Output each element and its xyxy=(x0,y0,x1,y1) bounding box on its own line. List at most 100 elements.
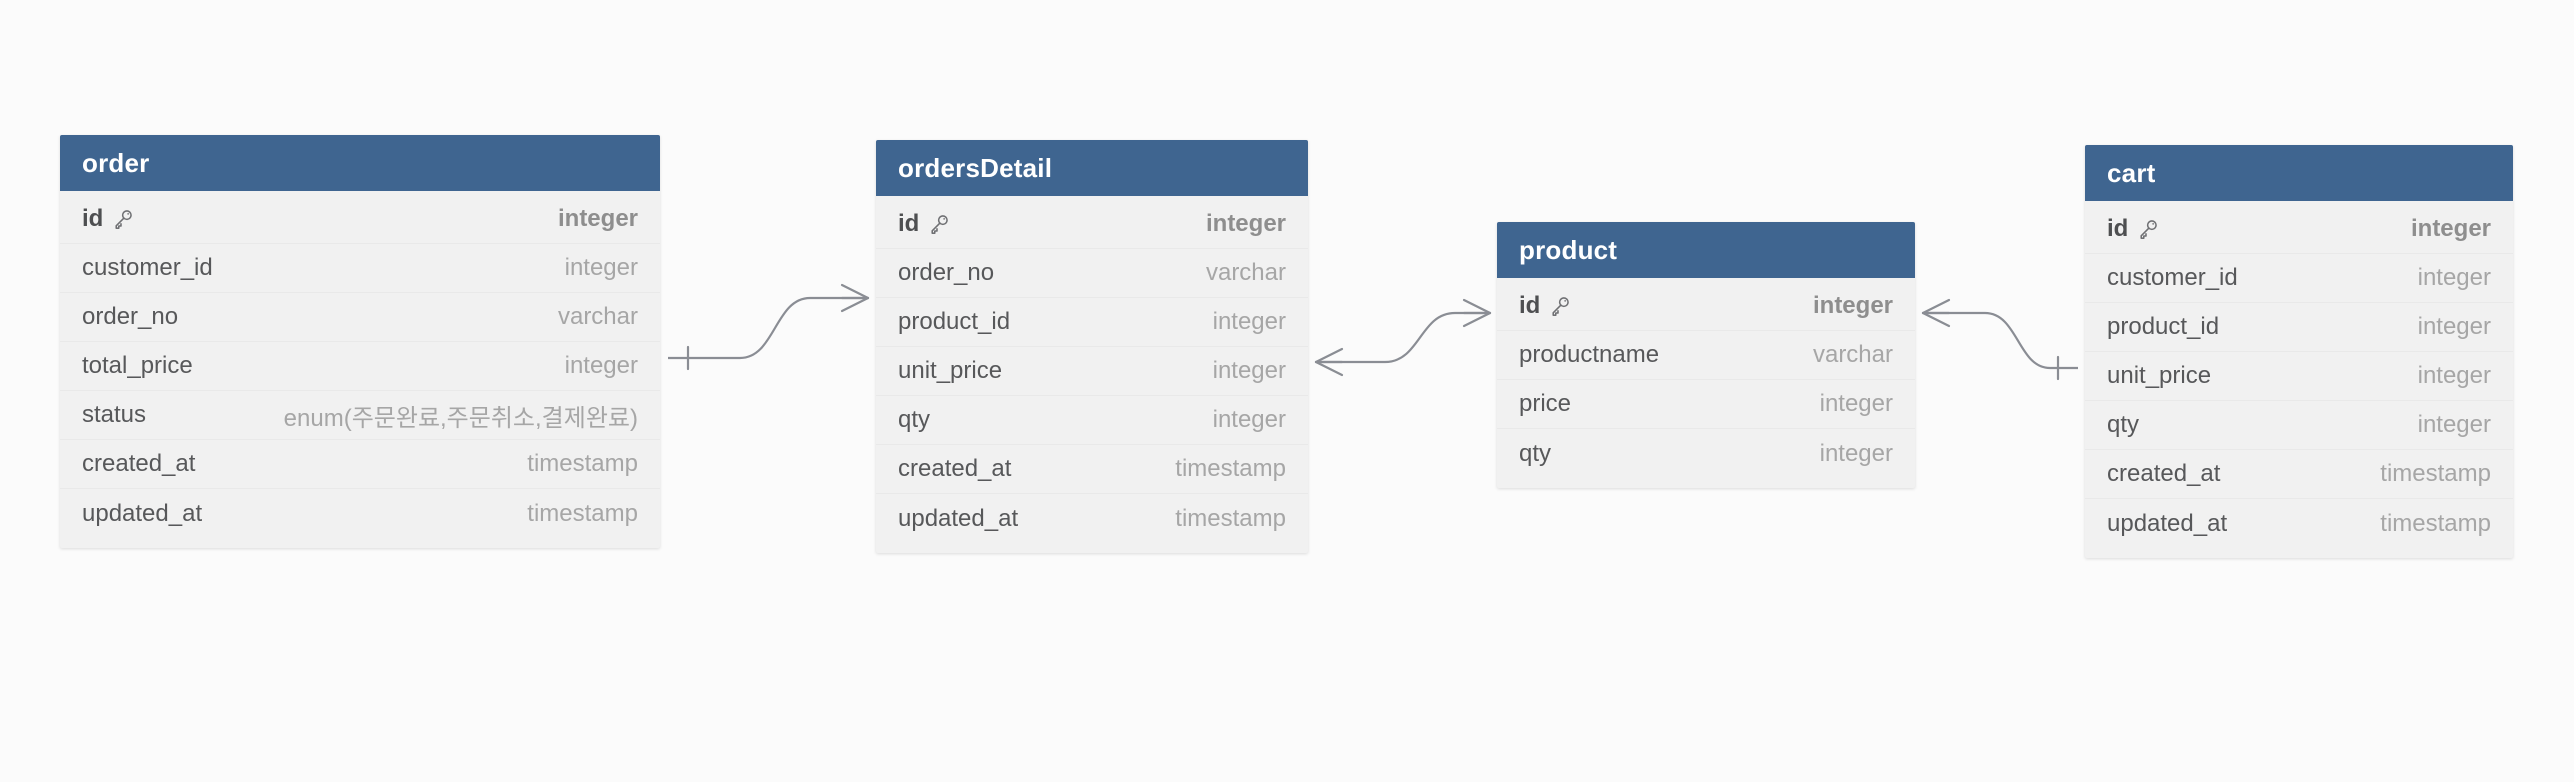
column-name: updated_at xyxy=(2107,510,2227,538)
table-row[interactable]: created_at timestamp xyxy=(60,440,660,489)
key-icon xyxy=(2137,218,2159,240)
column-type: timestamp xyxy=(2380,509,2491,537)
table-row[interactable]: productname varchar xyxy=(1497,331,1915,380)
column-name: updated_at xyxy=(82,500,202,528)
column-name: customer_id xyxy=(2107,264,2238,292)
column-type: integer xyxy=(1212,308,1286,335)
column-name-label: updated_at xyxy=(82,499,203,527)
table-header-order[interactable]: order xyxy=(60,135,660,191)
column-name: qty xyxy=(1519,440,1551,468)
table-header-product[interactable]: product xyxy=(1497,222,1915,278)
column-type: integer xyxy=(2417,411,2491,438)
relationship-line xyxy=(668,296,868,360)
column-type: integer xyxy=(1205,210,1286,237)
table-header-ordersDetail[interactable]: ordersDetail xyxy=(876,140,1308,196)
column-name-label: unit_price xyxy=(898,357,1003,384)
column-type: integer xyxy=(1212,357,1286,384)
relationship-ordersDetail-product[interactable] xyxy=(1314,298,1492,377)
column-type: varchar xyxy=(1812,341,1893,368)
column-name: created_at xyxy=(898,455,1011,483)
column-name: price xyxy=(1519,390,1571,418)
table-row[interactable]: unit_price integer xyxy=(876,347,1308,396)
column-name: order_no xyxy=(898,259,994,287)
table-row[interactable]: customer_id integer xyxy=(60,244,660,293)
cardinality-many-source xyxy=(1314,347,1344,364)
column-name: id xyxy=(82,205,134,233)
column-name-label: price xyxy=(1519,390,1572,417)
column-type: integer xyxy=(564,352,638,379)
column-name-label: created_at xyxy=(898,455,1012,482)
column-name-label: created_at xyxy=(82,450,196,477)
table-row[interactable]: customer_id integer xyxy=(2085,254,2513,303)
column-name: qty xyxy=(898,406,930,434)
column-name-label: customer_id xyxy=(2107,264,2238,291)
column-type: integer xyxy=(564,254,638,281)
table-row[interactable]: product_id integer xyxy=(876,298,1308,347)
relationship-line xyxy=(1923,311,2078,370)
column-name: product_id xyxy=(898,308,1010,336)
key-icon xyxy=(1549,295,1571,317)
column-type: integer xyxy=(557,205,638,232)
column-name-label: productname xyxy=(1519,341,1660,368)
cardinality-many-source xyxy=(1314,360,1344,377)
column-name-label: updated_at xyxy=(898,504,1019,532)
table-header-cart[interactable]: cart xyxy=(2085,145,2513,201)
table-row[interactable]: qty integer xyxy=(1497,429,1915,478)
relationship-product-cart[interactable] xyxy=(1921,298,2078,381)
table-row[interactable]: id integer xyxy=(60,195,660,244)
cardinality-many-source xyxy=(1921,311,1951,328)
column-type: integer xyxy=(2417,264,2491,291)
table-row[interactable]: id integer xyxy=(2085,205,2513,254)
column-name: qty xyxy=(2107,411,2139,439)
column-name-label: id xyxy=(2107,215,2129,242)
column-name: total_price xyxy=(82,352,193,380)
relationship-order-ordersDetail[interactable] xyxy=(668,283,870,371)
column-name: status xyxy=(82,401,146,429)
column-name: created_at xyxy=(2107,460,2220,488)
column-name-label: product_id xyxy=(898,308,1011,335)
cardinality-many-target xyxy=(840,296,870,313)
column-type: varchar xyxy=(557,303,638,330)
table-row[interactable]: total_price integer xyxy=(60,342,660,391)
column-type: integer xyxy=(2410,215,2491,242)
table-row[interactable]: status enum(주문완료,주문취소,결제완료) xyxy=(60,391,660,440)
column-type: timestamp xyxy=(527,450,638,477)
column-name-label: qty xyxy=(2107,411,2140,438)
column-type: integer xyxy=(1819,439,1893,467)
column-type: enum(주문완료,주문취소,결제완료) xyxy=(283,404,638,432)
table-row[interactable]: order_no varchar xyxy=(60,293,660,342)
column-name-label: updated_at xyxy=(2107,509,2228,537)
column-name: id xyxy=(898,210,950,238)
column-type: integer xyxy=(1212,406,1286,433)
column-name: customer_id xyxy=(82,254,213,282)
column-type: varchar xyxy=(1205,259,1286,286)
table-row[interactable]: updated_at timestamp xyxy=(2085,499,2513,548)
cardinality-many-target xyxy=(840,283,870,300)
table-row[interactable]: created_at timestamp xyxy=(2085,450,2513,499)
table-row[interactable]: id integer xyxy=(876,200,1308,249)
table-ordersDetail[interactable]: ordersDetail id integer order_no varchar prod… xyxy=(876,140,1308,553)
column-name-label: order_no xyxy=(82,303,179,330)
column-name-label: order_no xyxy=(898,259,995,286)
column-name-label: id xyxy=(898,210,920,237)
column-name: unit_price xyxy=(898,357,1002,385)
column-name: id xyxy=(2107,215,2159,243)
table-row[interactable]: qty integer xyxy=(2085,401,2513,450)
column-type: timestamp xyxy=(2380,460,2491,487)
table-row[interactable]: qty integer xyxy=(876,396,1308,445)
table-row[interactable]: order_no varchar xyxy=(876,249,1308,298)
column-name: product_id xyxy=(2107,313,2219,341)
